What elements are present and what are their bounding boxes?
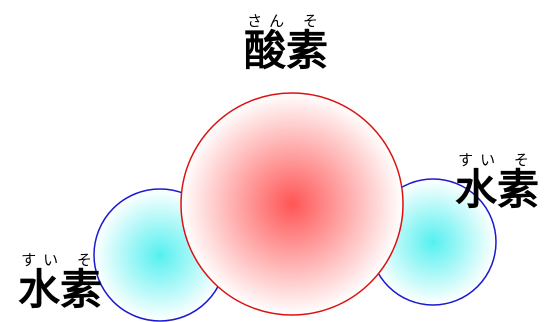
hydrogen-right-name: 水素 <box>442 168 548 212</box>
oxygen-atom <box>181 93 403 315</box>
oxygen-label: さん そ 酸素 <box>231 13 341 73</box>
hydrogen-left-label: すい そ 水素 <box>5 252 115 312</box>
hydrogen-left-name: 水素 <box>5 268 115 312</box>
oxygen-name: 酸素 <box>231 29 341 73</box>
hydrogen-right-label: すい そ 水素 <box>442 152 548 212</box>
